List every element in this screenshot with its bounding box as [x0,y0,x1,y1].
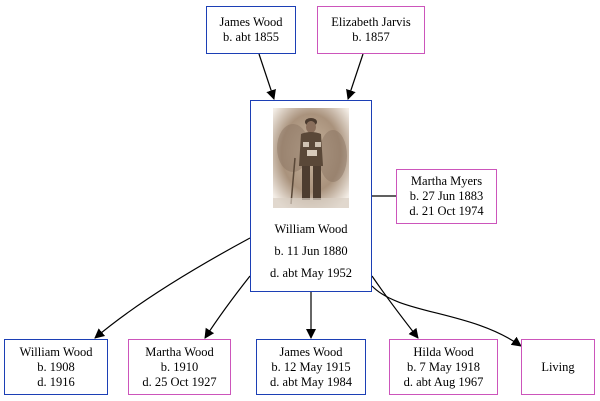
person-child-3[interactable]: James Wood b. 12 May 1915 d. abt May 198… [256,339,366,395]
person-mother[interactable]: Elizabeth Jarvis b. 1857 [317,6,425,54]
person-name: James Wood [219,15,283,29]
person-death: d. abt May 1952 [270,266,352,280]
edge-father-to-subject [258,53,276,100]
person-birth: b. 7 May 1918 [407,359,480,374]
edge-to-child-4 [371,275,419,339]
person-subject[interactable]: William Wood b. 11 Jun 1880 d. abt May 1… [250,100,372,292]
edge-to-child-5 [371,285,522,347]
person-birth: b. 1857 [352,30,390,44]
person-birth: b. 1908 [37,359,75,374]
person-birth: b. 1910 [160,359,199,374]
portrait-photo [273,108,349,208]
person-child-5[interactable]: Living [521,339,595,395]
person-birth: b. abt 1855 [223,30,279,44]
person-death: d. 1916 [37,374,75,389]
edge-to-child-2 [204,275,251,339]
edge-mother-to-subject [346,53,364,100]
person-name: William Wood [274,222,348,236]
person-spouse[interactable]: Martha Myers b. 27 Jun 1883 d. 21 Oct 19… [396,169,497,224]
person-death: d. 25 Oct 1927 [142,374,217,389]
person-name: Martha Wood [145,344,214,359]
person-father[interactable]: James Wood b. abt 1855 [206,6,296,54]
person-child-2[interactable]: Martha Wood b. 1910 d. 25 Oct 1927 [128,339,231,395]
edge-to-child-1 [94,237,251,339]
person-birth: b. 12 May 1915 [271,359,351,374]
person-name: James Wood [279,344,343,359]
person-death: d. abt May 1984 [270,374,352,389]
person-child-4[interactable]: Hilda Wood b. 7 May 1918 d. abt Aug 1967 [389,339,498,395]
person-name: Hilda Wood [413,344,474,359]
person-birth: b. 11 Jun 1880 [274,244,348,258]
person-name: William Wood [19,344,93,359]
person-death: d. abt Aug 1967 [403,374,484,389]
person-name: Martha Myers [410,174,483,188]
person-name: Living [541,359,575,374]
person-name: Elizabeth Jarvis [331,15,411,29]
person-death: d. 21 Oct 1974 [409,204,484,218]
person-birth: b. 27 Jun 1883 [409,189,484,203]
person-child-1[interactable]: William Wood b. 1908 d. 1916 [4,339,108,395]
